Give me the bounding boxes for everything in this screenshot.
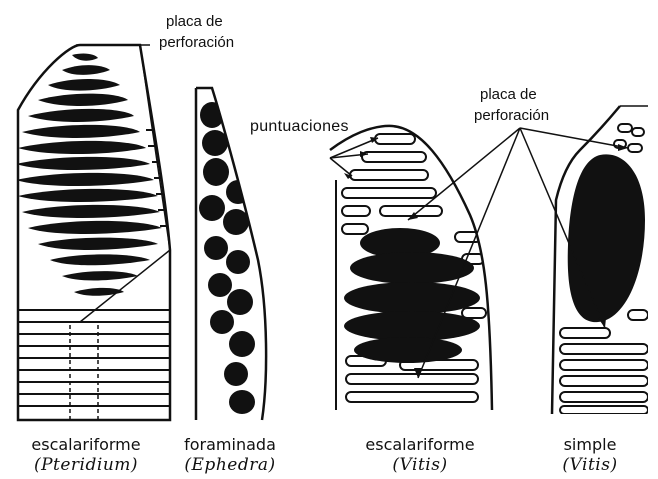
label-puntuaciones: puntuaciones [250, 118, 349, 136]
pit [342, 224, 368, 234]
foramen [203, 158, 229, 186]
pit [560, 392, 648, 402]
perforation-bar [38, 94, 128, 106]
pit [342, 206, 370, 216]
foramen [226, 250, 250, 274]
foramen [208, 273, 232, 297]
perforation-bar [74, 288, 124, 296]
caption-type: escalariforme [365, 435, 474, 454]
perforation [354, 337, 462, 363]
foramen [210, 310, 234, 334]
foramen [199, 195, 225, 221]
label-placa-de-perforacion-left-line2: perforación [159, 34, 234, 52]
label-placa-de-perforacion-right-line2: perforación [474, 107, 549, 125]
perforation [344, 282, 480, 314]
label-placa-de-perforacion-right-line1: placa de [480, 86, 537, 104]
foramen [224, 362, 248, 386]
simple-perforation [568, 154, 645, 322]
perforation-bar [16, 157, 150, 170]
pit [380, 206, 442, 216]
pit [618, 124, 632, 132]
foramen [229, 331, 255, 357]
perforation [344, 311, 480, 341]
pit [346, 374, 478, 384]
foramen [223, 209, 249, 235]
perforation-bar [18, 141, 146, 154]
pit [342, 188, 436, 198]
pit [560, 328, 610, 338]
caption-type: simple [564, 435, 617, 454]
pit [632, 128, 644, 136]
perforation-bar [22, 205, 160, 218]
pit [462, 308, 486, 318]
pit [560, 360, 648, 370]
pit [346, 392, 478, 402]
pit [628, 144, 642, 152]
perforation-bar [28, 109, 134, 122]
vessel-pteridium [16, 45, 176, 420]
perforation-bar [16, 173, 154, 186]
label-placa-de-perforacion-left-line1: placa de [166, 13, 223, 31]
perforation-bar [38, 238, 158, 250]
perforation-bar [48, 79, 120, 91]
perforation-bar [50, 254, 150, 265]
foramen [226, 180, 250, 204]
perforation-bar [72, 54, 98, 61]
vessel-vitis-scalariform [330, 126, 492, 410]
pit [560, 406, 648, 414]
pit [560, 344, 648, 354]
foramen [202, 130, 228, 156]
caption-vitis-scalariform: escalariforme (Vitis) [350, 435, 490, 475]
caption-vitis-simple: simple (Vitis) [520, 435, 658, 475]
pit [628, 310, 648, 320]
foramen [229, 390, 255, 414]
perforation [350, 252, 474, 284]
perforation-bar [62, 65, 110, 75]
foramen [204, 236, 228, 260]
caption-ephedra: foraminada (Ephedra) [160, 435, 300, 475]
perforation-bar [18, 189, 158, 202]
foramen [227, 289, 253, 315]
caption-species: (Vitis) [520, 455, 658, 475]
perforation-bar [28, 221, 162, 234]
perforation-bar [22, 125, 140, 138]
pit [375, 134, 415, 144]
caption-type: escalariforme [31, 435, 140, 454]
caption-species: (Pteridium) [16, 455, 156, 475]
pit [350, 170, 428, 180]
pit [560, 376, 648, 386]
caption-type: foraminada [184, 435, 276, 454]
perforation-bar [62, 271, 138, 280]
vessel-vitis-simple [552, 106, 648, 414]
caption-pteridium: escalariforme (Pteridium) [16, 435, 156, 475]
caption-species: (Ephedra) [160, 455, 300, 475]
caption-species: (Vitis) [350, 455, 490, 475]
vessel-ephedra [196, 88, 266, 420]
pit [362, 152, 426, 162]
